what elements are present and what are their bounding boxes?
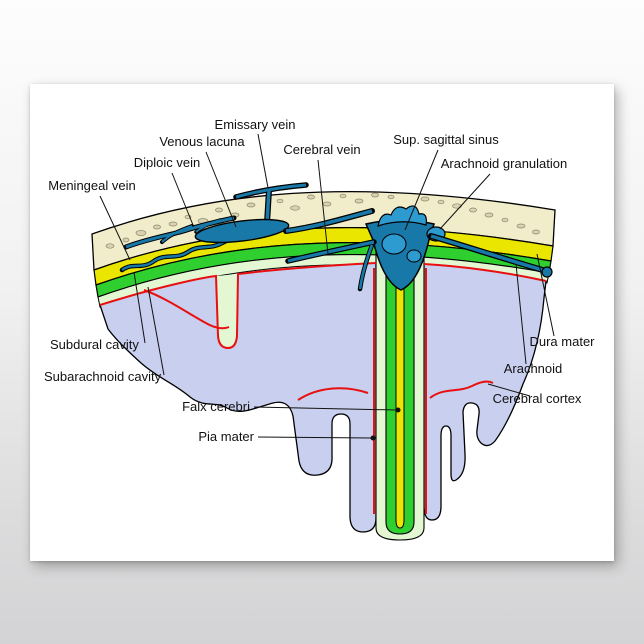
lacuna-sinus-channel bbox=[283, 208, 375, 234]
label-arachnoid: Arachnoid bbox=[504, 361, 563, 376]
leader-cerebral-cortex bbox=[487, 383, 531, 397]
leader-sup-sagittal-sinus bbox=[404, 149, 439, 231]
arachnoid-granulation-shapes bbox=[377, 205, 446, 263]
label-leader-lines bbox=[99, 133, 555, 441]
leader-dura-mater bbox=[536, 253, 555, 337]
labels: Emissary vein Venous lacuna Diploic vein… bbox=[44, 117, 595, 444]
leader-subdural-cavity bbox=[133, 271, 146, 344]
emissary-vein bbox=[233, 182, 309, 226]
diploic-vein bbox=[123, 215, 237, 250]
falx-dura-core bbox=[395, 283, 405, 529]
venous-lacuna bbox=[194, 218, 290, 244]
leader-arachnoid bbox=[515, 263, 527, 365]
leader-meningeal-vein bbox=[99, 195, 131, 261]
bone-speckles bbox=[105, 192, 540, 249]
label-emissary-vein: Emissary vein bbox=[215, 117, 296, 132]
leader-emissary-vein bbox=[257, 133, 269, 189]
label-pia-mater: Pia mater bbox=[198, 429, 254, 444]
label-sup-sagittal-sinus: Sup. sagittal sinus bbox=[393, 132, 499, 147]
sulcus-subarachnoid-fill bbox=[216, 274, 238, 348]
leader-dot-falx bbox=[395, 407, 401, 413]
leader-pia-mater bbox=[257, 436, 372, 439]
label-arachnoid-granulation: Arachnoid granulation bbox=[441, 156, 567, 171]
label-subdural-cavity: Subdural cavity bbox=[50, 337, 139, 352]
leader-diploic-vein bbox=[171, 172, 194, 226]
leader-venous-lacuna bbox=[205, 151, 237, 228]
label-diploic-vein: Diploic vein bbox=[134, 155, 200, 170]
pia-mater-lines bbox=[99, 262, 547, 514]
label-venous-lacuna: Venous lacuna bbox=[159, 134, 245, 149]
cerebral-cortex-right bbox=[423, 263, 547, 521]
leader-dot-pia bbox=[370, 435, 376, 441]
leader-cerebral-vein bbox=[317, 159, 329, 255]
label-cerebral-vein: Cerebral vein bbox=[283, 142, 360, 157]
label-dura-mater: Dura mater bbox=[529, 334, 595, 349]
label-falx-cerebri: Falx cerebri bbox=[182, 399, 250, 414]
leader-arachnoid-granulation bbox=[439, 173, 491, 230]
leader-subarachnoid-cavity bbox=[147, 286, 165, 376]
leader-falx-cerebri bbox=[253, 406, 397, 411]
lateral-vein-right bbox=[428, 233, 553, 278]
cerebral-vein bbox=[285, 239, 377, 292]
label-subarachnoid-cavity: Subarachnoid cavity bbox=[44, 369, 162, 384]
meninges-diagram: Emissary vein Venous lacuna Diploic vein… bbox=[44, 117, 595, 541]
label-cerebral-cortex: Cerebral cortex bbox=[493, 391, 582, 406]
label-meningeal-vein: Meningeal vein bbox=[48, 178, 135, 193]
poster: Emissary vein Venous lacuna Diploic vein… bbox=[30, 84, 614, 561]
